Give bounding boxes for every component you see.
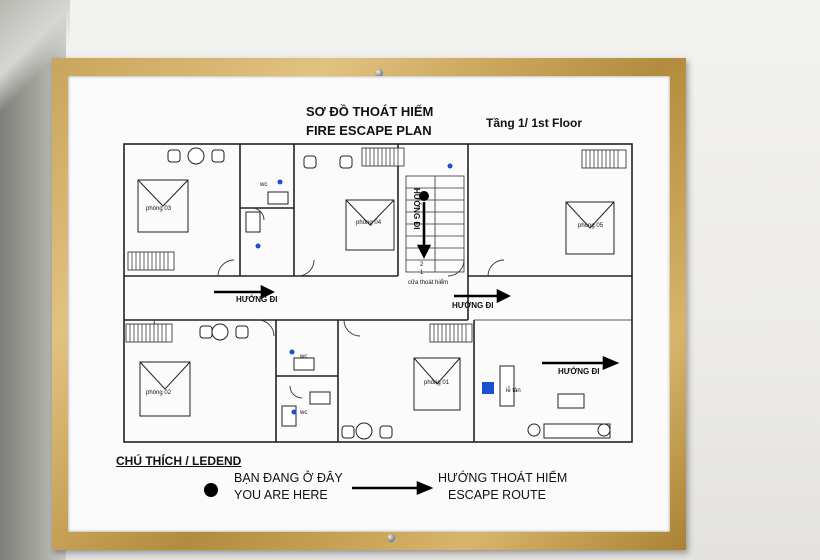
room-label: phòng 03 [146,206,172,212]
picture-frame: SƠ ĐỒ THOÁT HIỂM FIRE ESCAPE PLAN Tầng 1… [52,58,686,550]
staircase [405,175,465,273]
sink [281,405,297,427]
coffee-table [557,393,585,409]
room-label: phòng 04 [356,220,382,226]
toilet [309,391,331,405]
wardrobe [581,149,627,169]
room-label: phòng 01 [424,380,450,386]
wc-label: wc [299,354,307,360]
sink [245,211,261,233]
bed [413,357,461,411]
title-english: FIRE ESCAPE PLAN [306,123,432,138]
exit-label: cửa thoát hiểm [408,279,448,286]
bed [139,361,191,417]
reception-desk [499,365,515,407]
bed [137,179,189,233]
legend-escape-route-en: ESCAPE ROUTE [448,488,546,502]
fire-extinguisher-icon [482,382,494,394]
escape-plan-sheet: SƠ ĐỒ THOÁT HIỂM FIRE ESCAPE PLAN Tầng 1… [68,76,670,532]
you-are-here-marker [419,191,429,201]
floor-plan: SƠ ĐỒ THOÁT HIỂM FIRE ESCAPE PLAN Tầng 1… [68,76,670,532]
reception-label: lễ tân [506,387,521,394]
room-label: phòng 05 [578,223,604,229]
wardrobe [361,147,405,167]
stair-number: 1 [420,270,424,276]
frame-screw [387,534,395,542]
direction-label: HƯỚNG ĐI [452,301,493,310]
wardrobe [429,323,473,343]
legend-you-are-here-vi: BẠN ĐANG Ở ĐÂY [234,471,343,485]
plan-drawing: phòng 03 phòng 04 phòng 05 phòng 02 phòn… [123,143,633,495]
direction-label: HƯỚNG ĐI [412,188,421,229]
bed [565,201,615,255]
floor-label: Tầng 1/ 1st Floor [486,116,583,130]
legend-you-are-here-en: YOU ARE HERE [234,488,328,502]
legend-escape-route-vi: HƯỚNG THOÁT HIỂM [438,471,568,485]
title-vietnamese: SƠ ĐỒ THOÁT HIỂM [306,104,434,119]
room-label: phòng 02 [146,390,172,396]
you-are-here-dot [204,483,218,497]
bed [345,199,395,251]
outer-wall [123,143,633,443]
legend-title: CHÚ THÍCH / LEDEND [116,454,242,468]
wardrobe [127,251,175,271]
direction-label: HƯỚNG ĐI [236,295,277,304]
wc-label: wc [299,410,307,416]
toilet [293,357,315,371]
frame-screw [375,69,383,77]
wardrobe [125,323,173,343]
wc-label: wc [259,182,267,188]
direction-label: HƯỚNG ĐI [558,367,599,376]
toilet [267,191,289,205]
stair-number: 2 [420,262,424,268]
